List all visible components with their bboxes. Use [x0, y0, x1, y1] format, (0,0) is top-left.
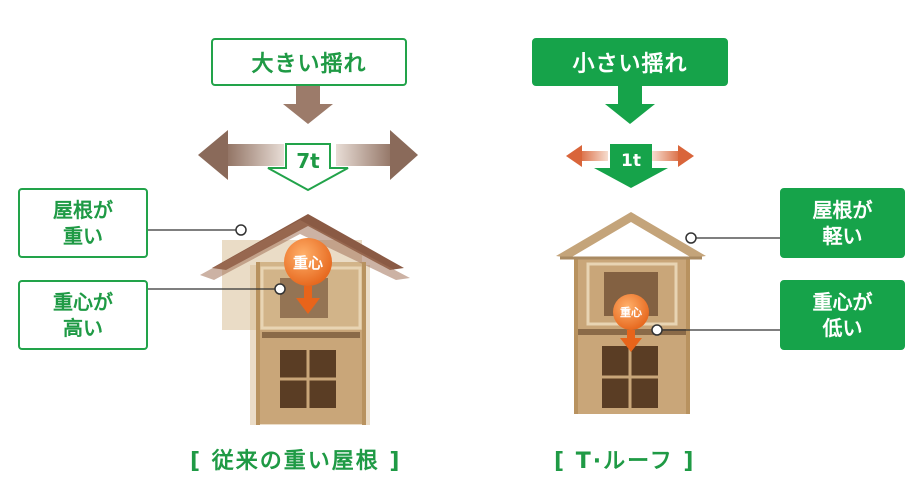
label-line-2: 高い: [63, 316, 103, 340]
t-roof-caption: [ T·ルーフ ]: [554, 449, 696, 474]
heavy-roof-label: 屋根が 重い: [18, 188, 148, 258]
label-line-1: 重心が: [812, 290, 873, 314]
force-value-left: 7t: [296, 149, 320, 173]
roof-leader-line: [148, 224, 247, 236]
cg-leader-line: [651, 324, 780, 336]
cg-down-arrow-icon: [620, 330, 642, 352]
shake-left-arrow-icon: [198, 130, 284, 180]
high-cg-label: 重心が 高い: [18, 280, 148, 350]
shake-right-arrow-icon: [652, 145, 694, 167]
roof-leader-line: [685, 232, 780, 244]
small-shaking-title: 小さい揺れ: [532, 38, 728, 86]
label-line-1: 重心が: [53, 290, 113, 314]
force-arrow-icon: [267, 143, 349, 192]
down-arrow-icon: [283, 86, 333, 124]
force-value-right: 1t: [621, 151, 641, 171]
large-shaking-title: 大きい揺れ: [211, 38, 407, 86]
cg-ball-icon: [284, 238, 332, 286]
light-roof-label: 屋根が 軽い: [780, 188, 905, 258]
traditional-roof-caption: [ 従来の重い屋根 ]: [190, 449, 402, 474]
cg-ball-label-left: 重心: [293, 254, 323, 272]
label-line-2: 低い: [822, 316, 863, 340]
cg-leader-line: [148, 283, 286, 295]
down-arrow-icon: [605, 86, 655, 124]
low-cg-label: 重心が 低い: [780, 280, 905, 350]
force-arrow-icon: [594, 144, 668, 188]
cg-ball-icon: [613, 294, 649, 330]
shake-right-arrow-icon: [336, 130, 418, 180]
cg-down-arrow-icon: [296, 286, 320, 314]
label-line-2: 軽い: [822, 224, 863, 248]
cg-ball-label-right: 重心: [620, 305, 642, 319]
shake-left-arrow-icon: [566, 145, 608, 167]
label-line-1: 屋根が: [812, 198, 873, 222]
label-line-1: 屋根が: [53, 198, 113, 222]
label-line-2: 重い: [63, 224, 103, 248]
